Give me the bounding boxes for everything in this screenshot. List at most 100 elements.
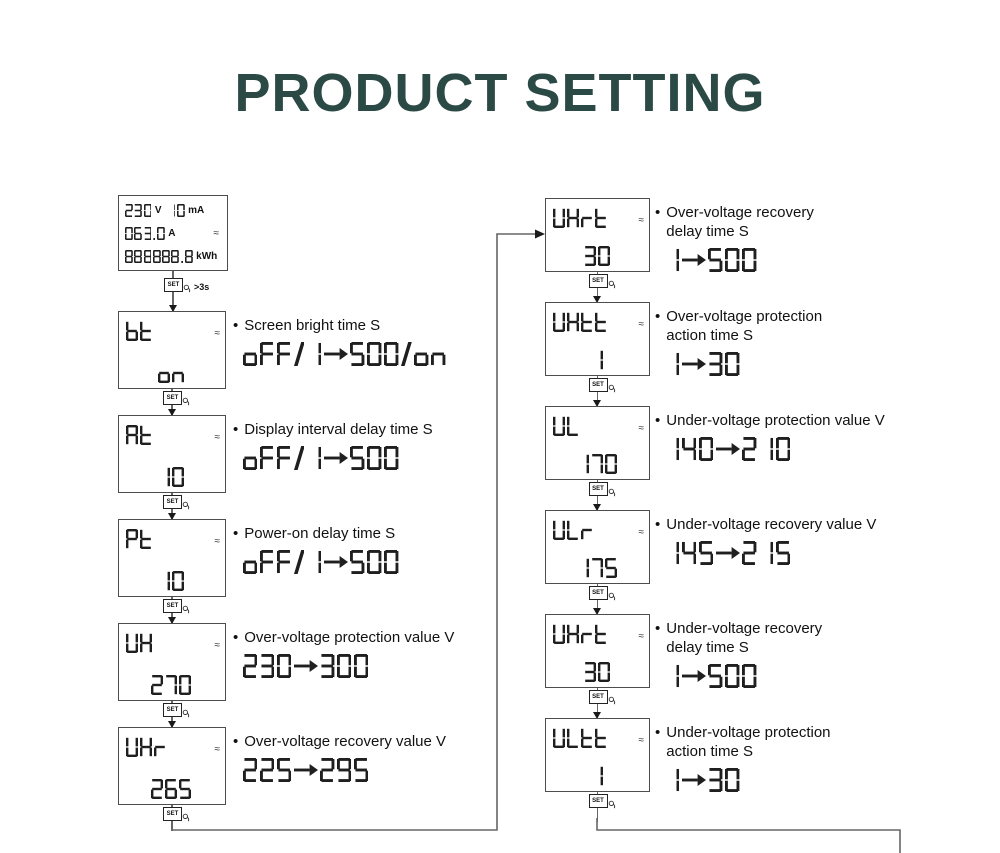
description-line: • Over-voltage recovery value V (233, 732, 593, 751)
lcd-screen: ≈ (545, 718, 650, 792)
touch-icon (182, 709, 190, 718)
lcd-value (546, 350, 649, 370)
range-display (665, 768, 742, 792)
set-assembly: SET (163, 495, 192, 511)
touch-icon (608, 488, 615, 497)
range-display (243, 758, 371, 782)
bullet: • (233, 629, 239, 646)
lcd-value (119, 571, 225, 591)
range-display (665, 248, 759, 272)
set-button: SET (588, 482, 608, 496)
lcd-code (126, 321, 154, 341)
lcd-screen: ≈ (118, 519, 226, 597)
touch-icon (608, 592, 615, 601)
set-button-label: SET (592, 590, 604, 596)
approx-symbol: ≈ (638, 423, 644, 434)
set-connector: SET (545, 272, 650, 303)
range-display (665, 437, 793, 461)
step-description: • Over-voltage protection action time S (655, 307, 1000, 381)
lcd-screen: ≈ (545, 302, 650, 376)
set-button-label: SET (592, 382, 604, 388)
set-button-label: SET (167, 282, 180, 288)
set-connector: SET (545, 792, 650, 822)
set-button-label: SET (592, 798, 604, 804)
set-assembly: SET >3s (164, 278, 209, 294)
setting-step: ≈ • Under-voltage recovery value V SET (545, 510, 876, 615)
lcd-value (546, 246, 649, 266)
lcd-code (126, 425, 154, 445)
voltage-line: V mA (125, 199, 221, 221)
description-line: • Over-voltage protection value V (233, 628, 593, 647)
step-description: • Under-voltage protection action time S (655, 723, 1000, 797)
set-button: SET (164, 278, 183, 292)
arrow-down-icon (167, 617, 176, 624)
step-description: • Display interval delay time S (233, 420, 593, 475)
voltage-unit: V (154, 204, 162, 216)
touch-icon (182, 501, 190, 510)
set-button-label: SET (166, 603, 179, 609)
description-text: Over-voltage protection value V (244, 629, 455, 646)
range-display (665, 352, 742, 376)
arrow-down-icon (168, 305, 177, 312)
lcd-screen: ≈ (118, 311, 226, 389)
step-description: • Under-voltage recovery value V (655, 515, 1000, 570)
setting-step: ≈ • Under-voltage recovery delay time S … (545, 614, 822, 719)
range-display (243, 550, 401, 574)
arrow-down-icon (167, 409, 176, 416)
range-display (243, 342, 448, 366)
setting-step: ≈ • Display interval delay time S SET (118, 415, 433, 520)
touch-icon (608, 696, 615, 705)
description-text: Over-voltage recovery value V (244, 733, 447, 750)
range-display (243, 654, 371, 678)
approx-symbol: ≈ (638, 527, 644, 538)
set-assembly: SET (588, 794, 618, 810)
right-column: ≈ • Over-voltage recovery delay time S S… (545, 198, 885, 822)
description-text: Power-on delay time S (244, 525, 396, 542)
setting-step: ≈ • Under-voltage protection action time… (545, 718, 831, 822)
description-text: Over-voltage recovery delay time S (666, 204, 814, 240)
setting-step: ≈ • Over-voltage recovery delay time S S… (545, 198, 814, 303)
bullet: • (233, 525, 239, 542)
bullet: • (233, 733, 239, 750)
set-button-label: SET (166, 707, 179, 713)
set-button: SET (163, 703, 182, 717)
set-button-label: SET (592, 278, 604, 284)
energy-line: kWh (125, 245, 221, 267)
set-button: SET (163, 807, 182, 821)
lcd-value (546, 662, 649, 682)
approx-symbol: ≈ (214, 432, 220, 443)
approx-symbol: ≈ (214, 640, 220, 651)
bullet: • (655, 308, 661, 325)
description-text: Under-voltage protection value V (666, 412, 885, 429)
hold-hint: >3s (194, 282, 210, 292)
set-assembly: SET (588, 690, 618, 706)
main-lcd-screen: V mA A ≈ kWh (118, 195, 228, 271)
setting-step: ≈ • Over-voltage protection value V SET (118, 623, 454, 728)
approx-symbol: ≈ (638, 735, 644, 746)
set-connector: SET (545, 688, 650, 719)
approx-symbol: ≈ (213, 227, 219, 239)
set-button-label: SET (166, 499, 179, 505)
set-hold-connector: SET >3s (118, 271, 228, 312)
set-assembly: SET (588, 482, 618, 498)
description-text: Screen bright time S (244, 317, 381, 334)
set-connector: SET (118, 597, 226, 624)
left-column: ≈ • Screen bright time S SET (118, 311, 454, 831)
setting-step: ≈ • Over-voltage recovery value V SET (118, 727, 446, 831)
arrow-down-icon (593, 712, 601, 719)
bullet: • (655, 204, 661, 221)
set-assembly: SET (588, 378, 618, 394)
step-description: • Over-voltage recovery value V (233, 732, 593, 787)
approx-symbol: ≈ (638, 215, 644, 226)
set-connector: SET (545, 584, 650, 615)
range-display (665, 541, 793, 565)
current-value (125, 226, 166, 240)
set-connector: SET (118, 389, 226, 416)
step-description: • Over-voltage protection value V (233, 628, 593, 683)
description-line: • Over-voltage protection action time S (655, 307, 1000, 345)
set-connector: SET (118, 701, 226, 728)
lcd-screen: ≈ (118, 623, 226, 701)
lcd-value (119, 779, 225, 799)
bullet: • (233, 317, 239, 334)
